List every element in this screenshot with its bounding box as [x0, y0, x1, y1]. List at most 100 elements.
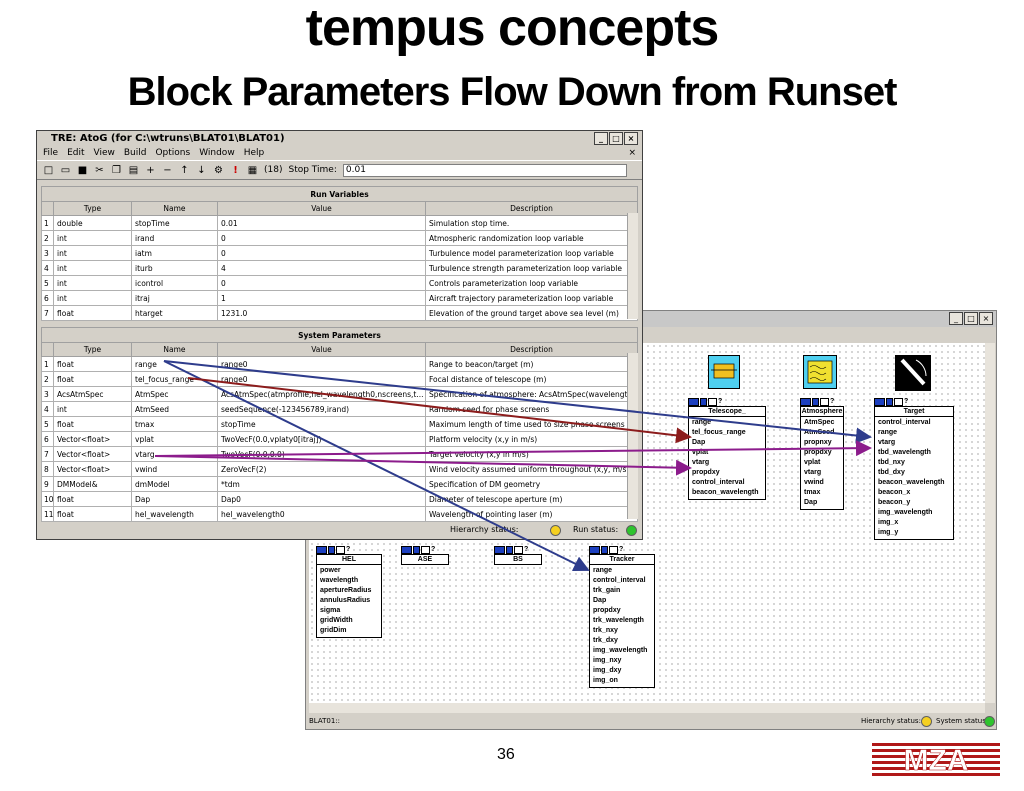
col-type[interactable]: Type [53, 201, 132, 216]
cell-value[interactable]: 4 [217, 260, 426, 276]
cell-description[interactable]: Wind velocity assumed uniform throughout… [424, 461, 639, 477]
diagram-horizontal-scrollbar[interactable] [309, 703, 985, 713]
cell-name[interactable]: tel_focus_range [131, 371, 218, 387]
cell-name[interactable]: iturb [131, 260, 218, 276]
cell-name[interactable]: AtmSeed [131, 401, 218, 417]
cell-value[interactable]: 0.01 [217, 215, 426, 231]
cell-description[interactable]: Specification of atmosphere: AcsAtmSpec(… [424, 386, 639, 402]
cell-name[interactable]: range [131, 356, 218, 372]
diagram-vertical-scrollbar[interactable] [985, 343, 995, 703]
cell-value[interactable]: TwoVecF(0.0,vplaty0[itraj]) [217, 431, 426, 447]
block-bs[interactable]: ? BS [494, 545, 542, 565]
cell-description[interactable]: Specification of DM geometry [424, 476, 639, 492]
atmosphere-icon[interactable] [803, 355, 837, 389]
alert-icon[interactable]: ! [233, 164, 238, 176]
cell-value[interactable]: 0 [217, 275, 426, 291]
cell-type[interactable]: float [53, 371, 132, 387]
cell-description[interactable]: Simulation stop time. [424, 215, 639, 231]
cell-name[interactable]: iatm [131, 245, 218, 261]
cell-name[interactable]: dmModel [131, 476, 218, 492]
menu-options[interactable]: Options [155, 148, 191, 158]
cell-type[interactable]: float [53, 305, 132, 321]
new-file-icon[interactable]: □ [43, 164, 54, 176]
col-name[interactable]: Name [131, 342, 218, 357]
paste-icon[interactable]: ▤ [128, 164, 139, 176]
cell-description[interactable]: Diameter of telescope aperture (m) [424, 491, 639, 507]
col-description[interactable]: Description [424, 201, 639, 216]
menu-window[interactable]: Window [199, 148, 235, 158]
cell-description[interactable]: Maximum length of time used to size phas… [424, 416, 639, 432]
menu-file[interactable]: File [43, 148, 59, 158]
cell-description[interactable]: Platform velocity (x,y in m/s) [424, 431, 639, 447]
cell-value[interactable]: range0 [217, 356, 426, 372]
minimize-button[interactable]: _ [949, 312, 963, 325]
build-icon[interactable]: ⚙ [214, 164, 223, 176]
cell-value[interactable]: ZeroVecF(2) [217, 461, 426, 477]
remove-row-icon[interactable]: − [163, 164, 172, 176]
cell-type[interactable]: float [53, 416, 132, 432]
cell-name[interactable]: icontrol [131, 275, 218, 291]
cell-type[interactable]: int [53, 230, 132, 246]
run-variables-scrollbar[interactable] [627, 213, 638, 319]
add-row-icon[interactable]: + [146, 164, 155, 176]
cell-type[interactable]: float [53, 356, 132, 372]
cut-icon[interactable]: ✂ [95, 164, 104, 176]
cell-type[interactable]: Vector<float> [53, 446, 132, 462]
block-hel[interactable]: ? HEL power wavelength apertureRadius an… [316, 545, 382, 638]
cell-description[interactable]: Elevation of the ground target above sea… [424, 305, 639, 321]
cell-description[interactable]: Focal distance of telescope (m) [424, 371, 639, 387]
move-up-icon[interactable]: ↑ [180, 164, 189, 176]
col-value[interactable]: Value [217, 201, 426, 216]
maximize-button[interactable]: □ [609, 132, 623, 145]
close-button[interactable]: × [979, 312, 993, 325]
col-description[interactable]: Description [424, 342, 639, 357]
move-down-icon[interactable]: ↓ [197, 164, 206, 176]
menu-view[interactable]: View [93, 148, 115, 158]
cell-description[interactable]: Wavelength of pointing laser (m) [424, 506, 639, 522]
menu-help[interactable]: Help [243, 148, 265, 158]
cell-value[interactable]: hel_wavelength0 [217, 506, 426, 522]
cell-value[interactable]: stopTime [217, 416, 426, 432]
cell-value[interactable]: range0 [217, 371, 426, 387]
cell-name[interactable]: AtmSpec [131, 386, 218, 402]
col-type[interactable]: Type [53, 342, 132, 357]
cell-type[interactable]: Vector<float> [53, 431, 132, 447]
cell-value[interactable]: TwoVecF(0.0,0.0) [217, 446, 426, 462]
cell-name[interactable]: itraj [131, 290, 218, 306]
cell-value[interactable]: 0 [217, 245, 426, 261]
cell-description[interactable]: Turbulence strength parameterization loo… [424, 260, 639, 276]
minimize-button[interactable]: _ [594, 132, 608, 145]
cell-description[interactable]: Range to beacon/target (m) [424, 356, 639, 372]
menu-edit[interactable]: Edit [67, 148, 85, 158]
cell-type[interactable]: DMModel& [53, 476, 132, 492]
cell-name[interactable]: stopTime [131, 215, 218, 231]
cell-description[interactable]: Turbulence model parameterization loop v… [424, 245, 639, 261]
cell-name[interactable]: vtarg [131, 446, 218, 462]
cell-type[interactable]: int [53, 290, 132, 306]
col-value[interactable]: Value [217, 342, 426, 357]
cell-name[interactable]: Dap [131, 491, 218, 507]
cell-description[interactable]: Random seed for phase screens [424, 401, 639, 417]
cell-description[interactable]: Target velocity (x,y in m/s) [424, 446, 639, 462]
cell-description[interactable]: Controls parameterization loop variable [424, 275, 639, 291]
cell-type[interactable]: int [53, 260, 132, 276]
cell-name[interactable]: htarget [131, 305, 218, 321]
target-icon[interactable] [895, 355, 931, 391]
cell-type[interactable]: int [53, 275, 132, 291]
cell-type[interactable]: float [53, 491, 132, 507]
cell-name[interactable]: hel_wavelength [131, 506, 218, 522]
block-telescope[interactable]: ? Telescope_ range tel_focus_range Dap v… [688, 397, 766, 500]
close-button[interactable]: × [624, 132, 638, 145]
